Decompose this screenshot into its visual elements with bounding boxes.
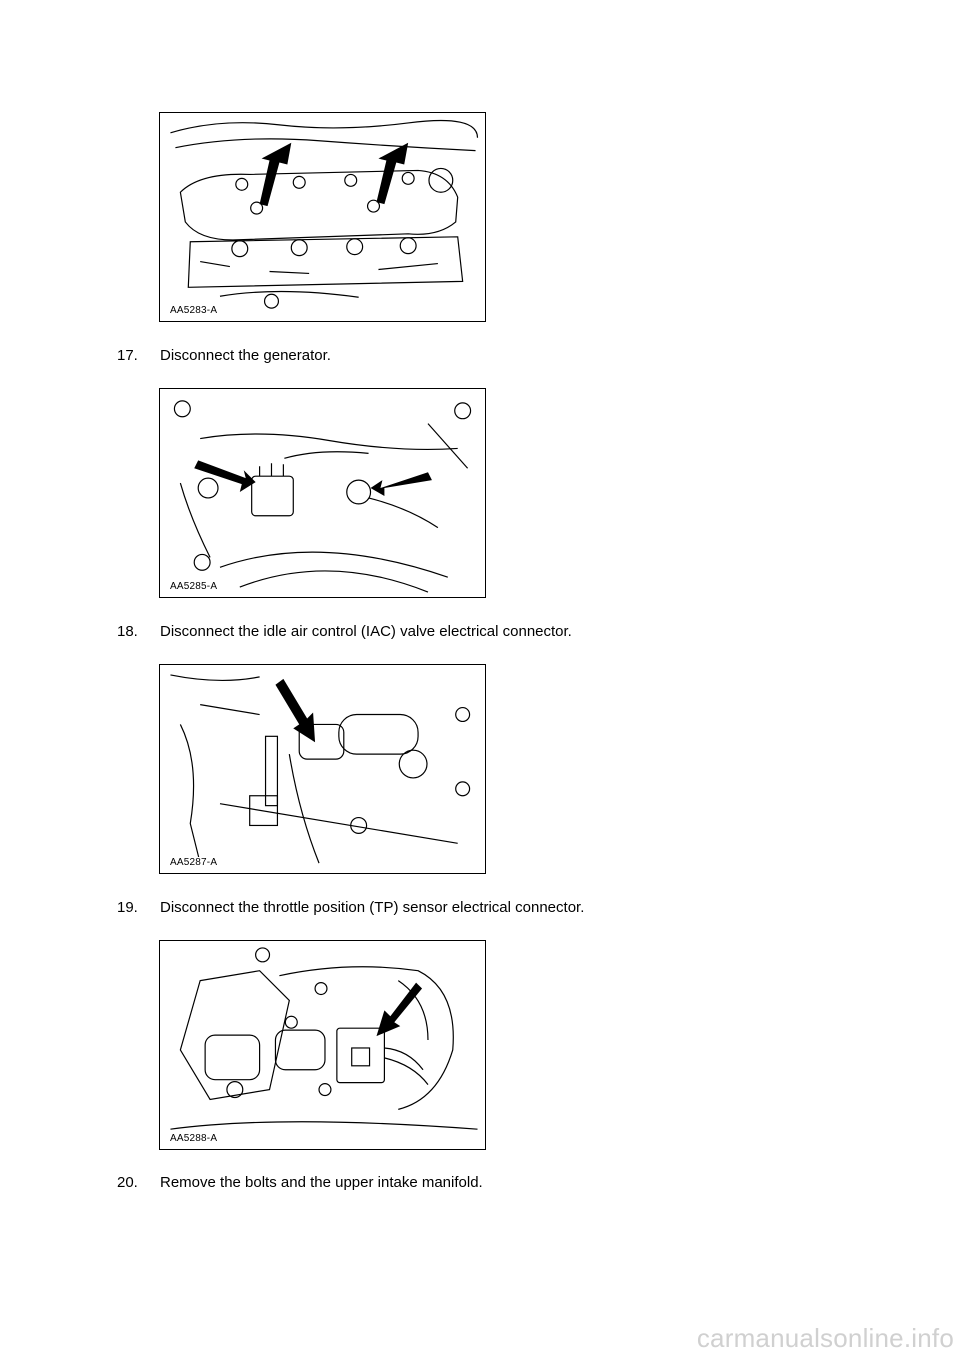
figure-tp-sensor: AA5288-A <box>159 940 486 1150</box>
step-20: 20. Remove the bolts and the upper intake… <box>117 1174 483 1192</box>
step-17: 17. Disconnect the generator. <box>117 347 331 365</box>
watermark: carmanualsonline.info <box>696 1323 954 1353</box>
figure-iac-valve: AA5287-A <box>159 664 486 874</box>
step-18: 18. Disconnect the idle air control (IAC)… <box>117 623 572 641</box>
iac-valve-connector-illustration <box>170 674 471 864</box>
tp-sensor-connector-illustration <box>170 947 478 1130</box>
figure-label: AA5288-A <box>169 1133 219 1144</box>
figure-label: AA5287-A <box>169 857 219 868</box>
step-text: Disconnect the throttle position (TP) se… <box>160 899 585 916</box>
step-19: 19. Disconnect the throttle position (TP)… <box>117 899 584 917</box>
figure-generator: AA5285-A <box>159 388 486 598</box>
step-text: Remove the bolts and the upper intake ma… <box>160 1174 483 1191</box>
step-number: 17. <box>117 347 138 364</box>
step-number: 18. <box>117 623 138 640</box>
step-number: 19. <box>117 899 138 916</box>
step-number: 20. <box>117 1174 138 1191</box>
figure-label: AA5283-A <box>169 305 219 316</box>
figure-coil-cover: AA5283-A <box>159 112 486 322</box>
generator-connector-illustration <box>173 400 472 593</box>
figure-label: AA5285-A <box>169 581 219 592</box>
step-text: Disconnect the idle air control (IAC) va… <box>160 623 572 640</box>
ignition-coil-cover-illustration <box>170 119 479 309</box>
step-text: Disconnect the generator. <box>160 347 331 364</box>
